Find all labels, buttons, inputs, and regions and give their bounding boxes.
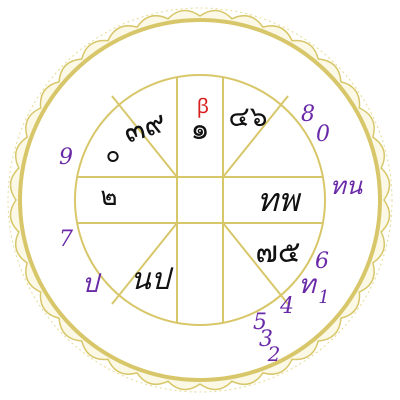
house-top-center-red-mark: ꞵ — [196, 94, 210, 118]
outer-label-3: 3 — [259, 327, 273, 352]
outer-label-9: 9 — [59, 145, 73, 170]
outer-label-b: ป — [81, 269, 99, 299]
house-top-right-glyphs: ๔๖ — [228, 100, 268, 133]
house-bottom-left-glyphs: นป — [130, 262, 170, 297]
outer-label-1: 1 — [318, 287, 330, 308]
inner-ring — [74, 74, 326, 326]
outer-label-5: 5 — [253, 310, 267, 335]
house-left-lower-glyph: ๒ — [100, 182, 118, 212]
outer-label-tn: ทน — [329, 172, 363, 200]
outer-label-2: 2 — [267, 342, 281, 366]
outer-label-8: 8 — [301, 102, 315, 127]
outer-label-7: 7 — [59, 227, 73, 252]
house-divider-lines — [77, 77, 323, 323]
house-top-center-glyph: ๑ — [190, 112, 210, 147]
house-left-upper-glyph: ๐ — [105, 140, 121, 168]
house-bottom-right-glyphs: ๗๕ — [255, 235, 301, 270]
outer-label-th: ท — [298, 270, 316, 300]
house-right-glyphs: ทพ — [256, 181, 300, 219]
outer-label-0: 0 — [316, 122, 330, 147]
outer-label-6: 6 — [315, 249, 329, 274]
outer-label-4: 4 — [280, 294, 294, 319]
